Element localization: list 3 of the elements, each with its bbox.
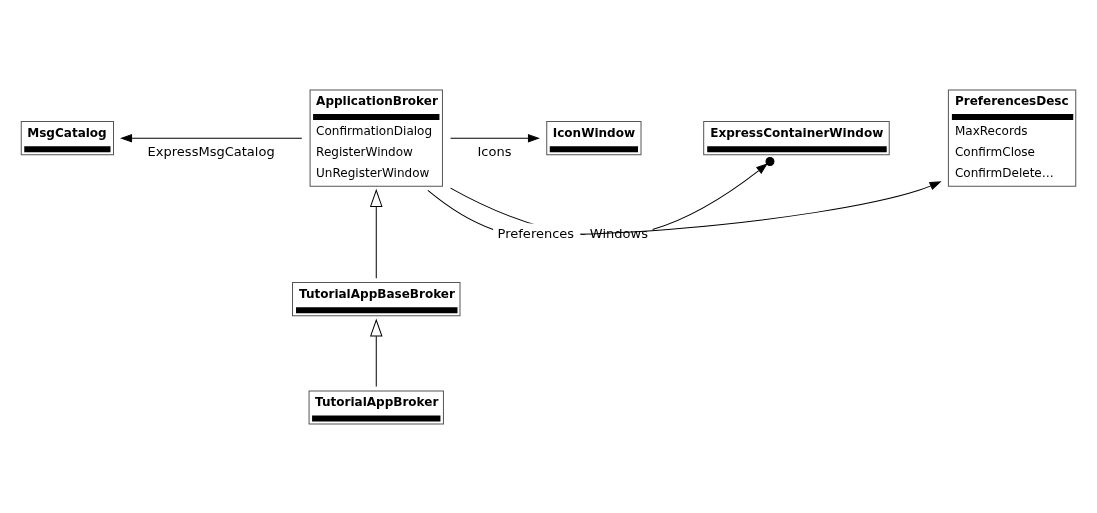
- edge-label: Icons: [477, 143, 512, 159]
- edge-label: Preferences: [497, 225, 575, 241]
- edge-label: ExpressMsgCatalog: [147, 143, 275, 159]
